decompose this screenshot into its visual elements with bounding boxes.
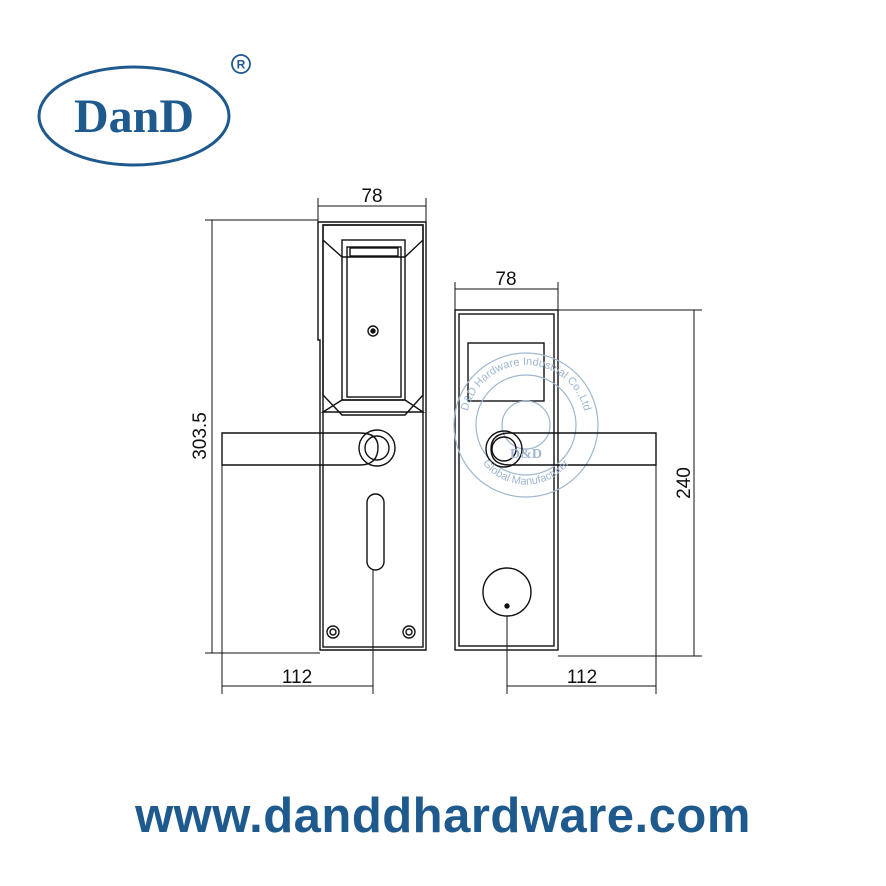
back-dim-width-bottom <box>507 465 657 694</box>
front-view <box>221 221 427 690</box>
front-dim-width-top <box>317 198 427 222</box>
front-key-cylinder-icon <box>367 325 379 337</box>
back-handle-rose <box>485 430 523 468</box>
back-thumb-turn <box>482 567 532 617</box>
front-height-label: 303.5 <box>190 412 211 460</box>
front-handle-rose <box>358 429 396 467</box>
website-url: www.danddhardware.com <box>135 789 751 843</box>
logo-emblem: DanD <box>37 65 231 167</box>
back-dim-height <box>558 309 702 657</box>
front-screw-left-icon <box>326 625 340 639</box>
svg-text:R: R <box>237 58 246 72</box>
front-card-slot <box>349 247 399 257</box>
logo-text: DanD <box>74 90 194 143</box>
front-reader-frame <box>341 239 406 401</box>
back-view <box>453 309 657 694</box>
front-width-bottom-label: 112 <box>282 667 312 688</box>
registered-mark-icon: R <box>229 52 253 76</box>
back-battery-cover <box>467 342 545 402</box>
front-oval-keyhole <box>366 493 385 571</box>
front-lever-handle <box>221 432 379 466</box>
watermark-seal <box>453 352 599 498</box>
front-reader-face <box>346 246 402 398</box>
back-lever-handle <box>490 432 657 466</box>
watermark-ring-top: D&D Hardware Industrial Co.,Ltd <box>459 356 593 412</box>
front-reader-housing <box>322 240 424 416</box>
brand-logo: DanD <box>36 64 232 168</box>
front-screw-right-icon <box>402 625 416 639</box>
front-dim-height <box>205 219 320 654</box>
back-height-label: 240 <box>674 467 695 499</box>
watermark-center-text: D&D <box>510 447 542 462</box>
back-dim-width-top <box>454 282 559 310</box>
front-dim-width-bottom <box>221 465 374 694</box>
front-reader-top <box>322 224 424 258</box>
back-width-bottom-label: 112 <box>567 667 597 688</box>
front-width-top-label: 78 <box>361 186 382 207</box>
front-reader-bottom <box>320 399 426 413</box>
back-width-top-label: 78 <box>495 269 516 290</box>
